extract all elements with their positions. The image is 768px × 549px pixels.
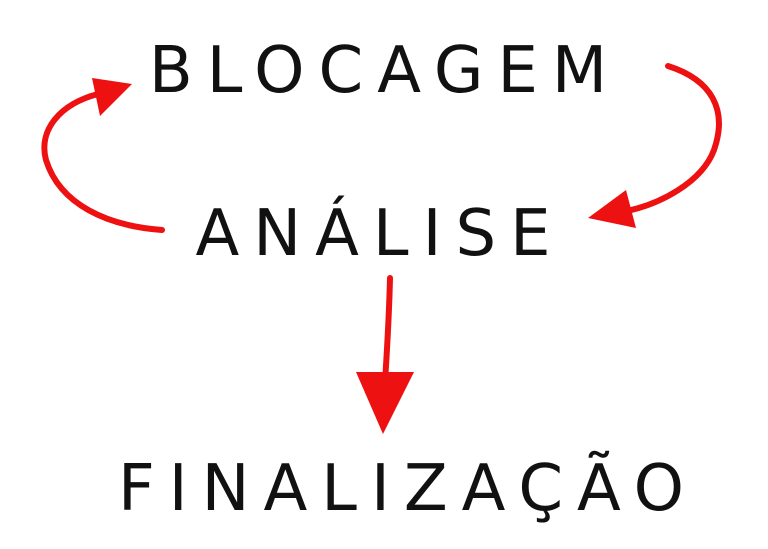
arrow-blocagem-to-analise-head <box>588 190 636 228</box>
arrow-blocagem-to-analise-line <box>619 63 722 215</box>
node-finalizacao: FINALIZAÇÃO <box>118 451 698 526</box>
arrow-analise-to-blocagem <box>41 78 165 233</box>
arrow-analise-to-finalizacao-line <box>382 275 393 385</box>
node-blocagem: BLOCAGEM <box>149 34 621 108</box>
arrow-analise-to-finalizacao <box>356 275 414 434</box>
arrow-analise-to-blocagem-line <box>41 91 165 233</box>
arrow-analise-to-finalizacao-head <box>356 372 414 434</box>
node-analise: ANÁLISE <box>195 195 564 271</box>
arrow-analise-to-blocagem-head <box>92 78 132 116</box>
arrow-blocagem-to-analise <box>588 63 722 228</box>
